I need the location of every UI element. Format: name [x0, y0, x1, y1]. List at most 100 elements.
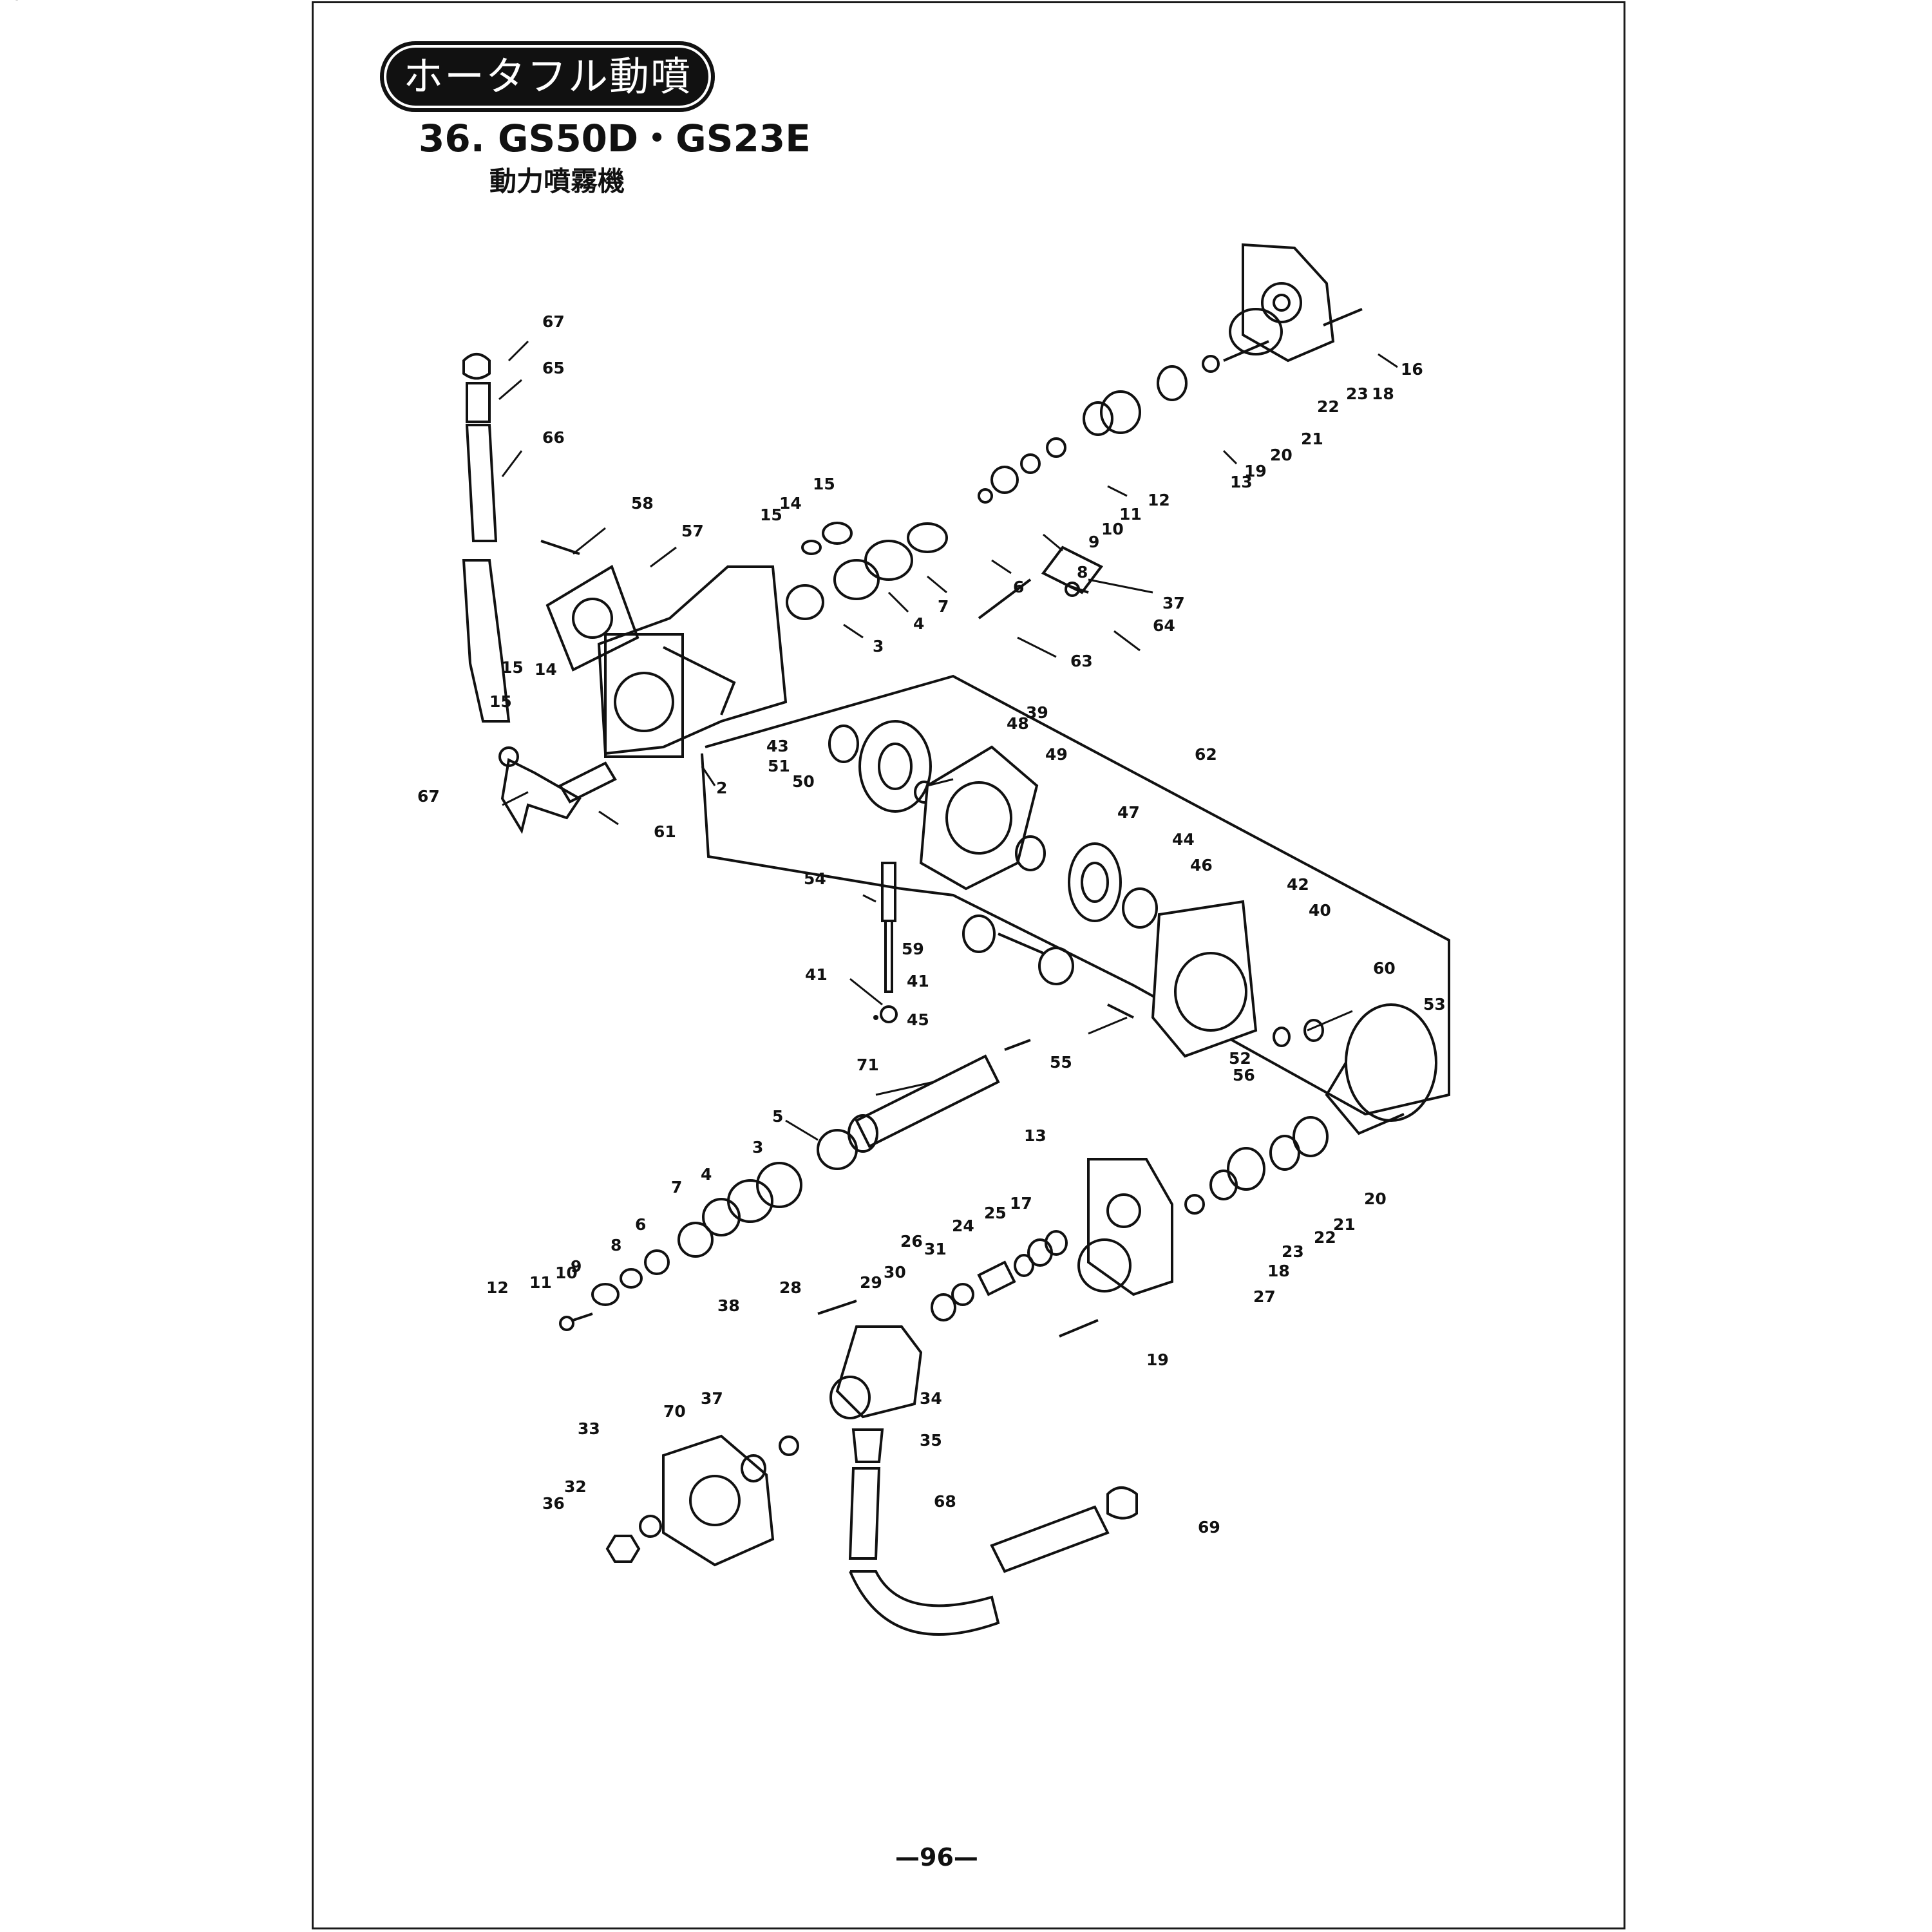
- part-label: 69: [1198, 1518, 1220, 1537]
- part-label: 18: [1372, 384, 1394, 403]
- part-label: 29: [860, 1273, 882, 1292]
- part-label: 49: [1045, 745, 1068, 764]
- part-label: 18: [1267, 1262, 1290, 1280]
- part-label: 8: [1077, 563, 1088, 582]
- part-label: 34: [920, 1389, 942, 1408]
- part-label: 12: [486, 1278, 509, 1297]
- category-badge: ホータフル動噴: [380, 41, 715, 112]
- part-label: 7: [938, 597, 949, 616]
- part-label: 50: [792, 772, 815, 791]
- part-label: 45: [907, 1010, 929, 1029]
- part-label: 61: [654, 822, 676, 841]
- part-label: 41: [907, 972, 929, 990]
- part-label: 33: [578, 1419, 600, 1438]
- part-label: 40: [1309, 901, 1331, 920]
- page-border: [312, 1, 1625, 1929]
- part-label: 21: [1301, 430, 1323, 448]
- part-label: 37: [701, 1389, 723, 1408]
- part-label: 3: [752, 1138, 763, 1157]
- part-label: 30: [884, 1263, 906, 1282]
- part-label: 5: [772, 1107, 783, 1126]
- part-label: 6: [635, 1215, 646, 1234]
- leader-lines: [498, 340, 1398, 1141]
- part-label: 9: [571, 1257, 582, 1276]
- part-label: 22: [1314, 1228, 1336, 1247]
- part-label: 4: [701, 1165, 712, 1184]
- part-label: 65: [542, 359, 565, 377]
- part-label: 10: [555, 1264, 578, 1282]
- part-label: 35: [920, 1431, 942, 1450]
- part-label: 28: [779, 1278, 802, 1297]
- part-label: 31: [924, 1240, 947, 1258]
- part-label: 70: [663, 1402, 686, 1421]
- part-label: 14: [779, 494, 802, 513]
- part-label: 23: [1282, 1242, 1304, 1261]
- part-label: 51: [768, 757, 790, 775]
- part-label: 12: [1148, 491, 1170, 509]
- part-label: 15: [489, 692, 512, 711]
- part-label: 13: [1024, 1126, 1046, 1145]
- part-label: 39: [1026, 703, 1048, 722]
- part-label: 41: [805, 965, 828, 984]
- part-label: 71: [857, 1056, 879, 1074]
- part-label: 37: [1162, 594, 1185, 612]
- part-label: 4: [913, 614, 924, 633]
- part-label: 64: [1153, 616, 1175, 635]
- part-label: 54: [804, 869, 826, 888]
- part-label: 11: [529, 1273, 552, 1292]
- part-label: 14: [535, 660, 557, 679]
- part-label: 22: [1317, 397, 1340, 416]
- part-label: 15: [501, 658, 524, 677]
- part-label: 13: [1230, 473, 1253, 491]
- part-label: 3: [873, 637, 884, 656]
- model-title: 36. GS50D・GS23E: [419, 117, 811, 160]
- part-label: 53: [1423, 995, 1446, 1014]
- part-label: 19: [1244, 462, 1267, 480]
- product-subtitle: 動力噴霧機: [489, 166, 625, 197]
- part-label: 2: [716, 779, 727, 797]
- part-label: 58: [631, 494, 654, 513]
- part-label: 62: [1195, 745, 1217, 764]
- part-label: 42: [1287, 875, 1309, 894]
- part-label: 43: [766, 737, 789, 755]
- part-label: 16: [1401, 360, 1423, 379]
- part-label: 20: [1270, 446, 1293, 464]
- part-labels: 6765665857151415141515676123476891011121…: [0, 0, 1446, 1537]
- part-label: 36: [542, 1494, 565, 1513]
- part-label: 70: [0, 0, 23, 4]
- part-label: 67: [417, 787, 440, 806]
- part-label: 20: [1364, 1189, 1387, 1208]
- page-number: —96—: [895, 1843, 978, 1871]
- part-label: 6: [1013, 578, 1024, 596]
- part-label: 38: [717, 1296, 740, 1315]
- part-label: 8: [611, 1236, 621, 1255]
- diagram-artwork: [462, 243, 1450, 1636]
- part-label: 27: [1253, 1287, 1276, 1306]
- part-label: 23: [1346, 384, 1368, 403]
- part-label: 59: [902, 940, 924, 958]
- part-label: 26: [900, 1232, 923, 1251]
- part-label: 63: [1070, 652, 1093, 670]
- part-label: 10: [1101, 520, 1124, 538]
- part-label: 24: [952, 1217, 974, 1235]
- part-label: 48: [1007, 714, 1029, 733]
- part-label: 15: [813, 475, 835, 493]
- part-label: 15: [760, 506, 782, 524]
- part-label: 52: [1229, 1049, 1251, 1068]
- part-label: 7: [671, 1178, 682, 1197]
- part-label: 46: [1190, 856, 1213, 875]
- part-label: 67: [542, 312, 565, 331]
- part-label: 66: [542, 428, 565, 447]
- part-label: 17: [1010, 1194, 1032, 1213]
- part-label: 11: [1119, 505, 1142, 524]
- part-label: 56: [1233, 1066, 1255, 1084]
- part-label: 57: [681, 522, 704, 540]
- part-label: 9: [1088, 533, 1099, 551]
- part-label: 19: [1146, 1350, 1169, 1369]
- part-label: 32: [564, 1477, 587, 1496]
- part-label: 44: [1172, 830, 1195, 849]
- part-label: 55: [1050, 1053, 1072, 1072]
- part-label: 21: [1333, 1215, 1356, 1234]
